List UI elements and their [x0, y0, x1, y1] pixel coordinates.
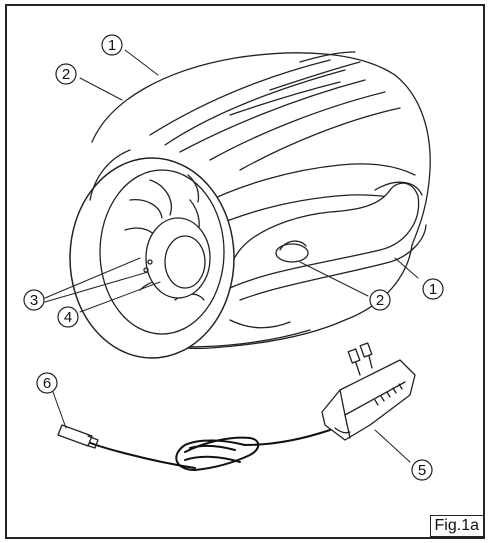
callout-number: 2 — [62, 66, 70, 83]
callout-number: 1 — [429, 281, 437, 298]
callout-number: 2 — [376, 292, 384, 309]
power-adapter — [321, 342, 416, 441]
figure-label: Fig.1a — [429, 515, 484, 537]
dc-plug — [57, 424, 99, 449]
callout-6: 6 — [36, 372, 58, 394]
leader-lines — [44, 49, 419, 463]
callout-1-top: 1 — [101, 34, 123, 56]
callout-number: 4 — [64, 309, 72, 326]
callout-5: 5 — [411, 459, 433, 481]
callout-number: 6 — [43, 375, 51, 392]
callout-2-knob: 2 — [369, 289, 391, 311]
power-cord — [87, 429, 331, 471]
callout-number: 3 — [30, 292, 38, 309]
callout-3: 3 — [23, 289, 45, 311]
figure-frame — [5, 4, 485, 539]
callout-1-right: 1 — [422, 278, 444, 300]
fan-hub — [143, 217, 211, 299]
callouts: 1 2 1 2 3 4 5 6 — [23, 34, 444, 481]
callout-number: 1 — [108, 37, 116, 54]
callout-number: 5 — [418, 462, 426, 479]
callout-4: 4 — [57, 306, 79, 328]
callout-2-top: 2 — [55, 63, 77, 85]
